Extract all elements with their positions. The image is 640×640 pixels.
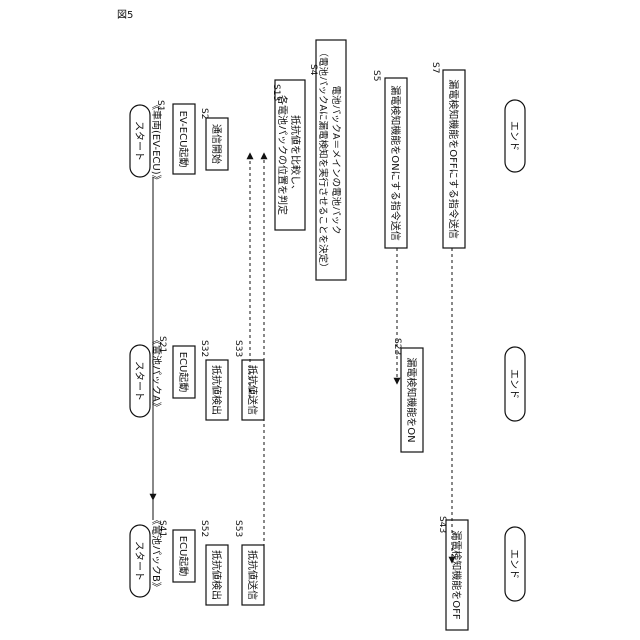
start-label-pack-a: スタート — [133, 361, 145, 401]
step-text-s32: 抵抗値検出 — [210, 365, 223, 415]
step-text-s13-line1: 抵抗値を比較し、 — [289, 115, 302, 195]
end-label-vehicle: エンド — [508, 121, 519, 151]
step-label-s4: S4 — [308, 64, 318, 76]
step-text-s2: 通信開始 — [210, 124, 223, 164]
step-label-s33: S33 — [233, 340, 243, 357]
step-label-s2: S2 — [199, 108, 209, 119]
step-label-s5: S5 — [371, 70, 381, 81]
step-text-s4-line2: （電池パックAに漏電検知を実行させることを決定） — [317, 48, 329, 273]
lane-title-vehicle: 《車両(EV-ECU)》 — [150, 100, 163, 185]
step-text-s13-line2: 各電池パックの位置を判定 — [276, 95, 289, 215]
start-label-vehicle: スタート — [133, 121, 145, 161]
step-text-s21: ECU起動 — [177, 352, 190, 393]
step-text-s23: 漏電検知機能をON — [405, 357, 418, 442]
step-label-s53: S53 — [233, 520, 243, 537]
step-text-s7: 漏電検知機能をOFFにする指令送信 — [447, 79, 460, 238]
step-label-s41: S41 — [157, 520, 167, 537]
step-label-s1: S1 — [155, 100, 165, 111]
step-label-s7: S7 — [430, 62, 440, 73]
step-text-s4-line1: 電池パックA＝メインの電池パック — [330, 86, 342, 235]
step-label-s52: S52 — [199, 520, 209, 537]
step-text-s52: 抵抗値検出 — [210, 550, 223, 600]
step-label-s43: S43 — [437, 516, 447, 533]
step-text-s33: 抵抗値送信 — [246, 365, 259, 415]
step-label-s13: S13 — [271, 84, 281, 101]
step-text-s53: 抵抗値送信 — [246, 550, 259, 600]
step-text-s5: 漏電検知機能をONにする指令送信 — [389, 85, 402, 240]
step-label-s21: S21 — [157, 336, 167, 353]
figure-label: 図5 — [117, 9, 133, 21]
end-label-pack-b: エンド — [508, 549, 519, 579]
end-label-pack-a: エンド — [508, 369, 519, 399]
step-text-s41: ECU起動 — [177, 536, 190, 577]
start-label-pack-b: スタート — [133, 541, 145, 581]
step-label-s32: S32 — [199, 340, 209, 357]
step-text-s1: EV-ECU起動 — [177, 111, 190, 168]
